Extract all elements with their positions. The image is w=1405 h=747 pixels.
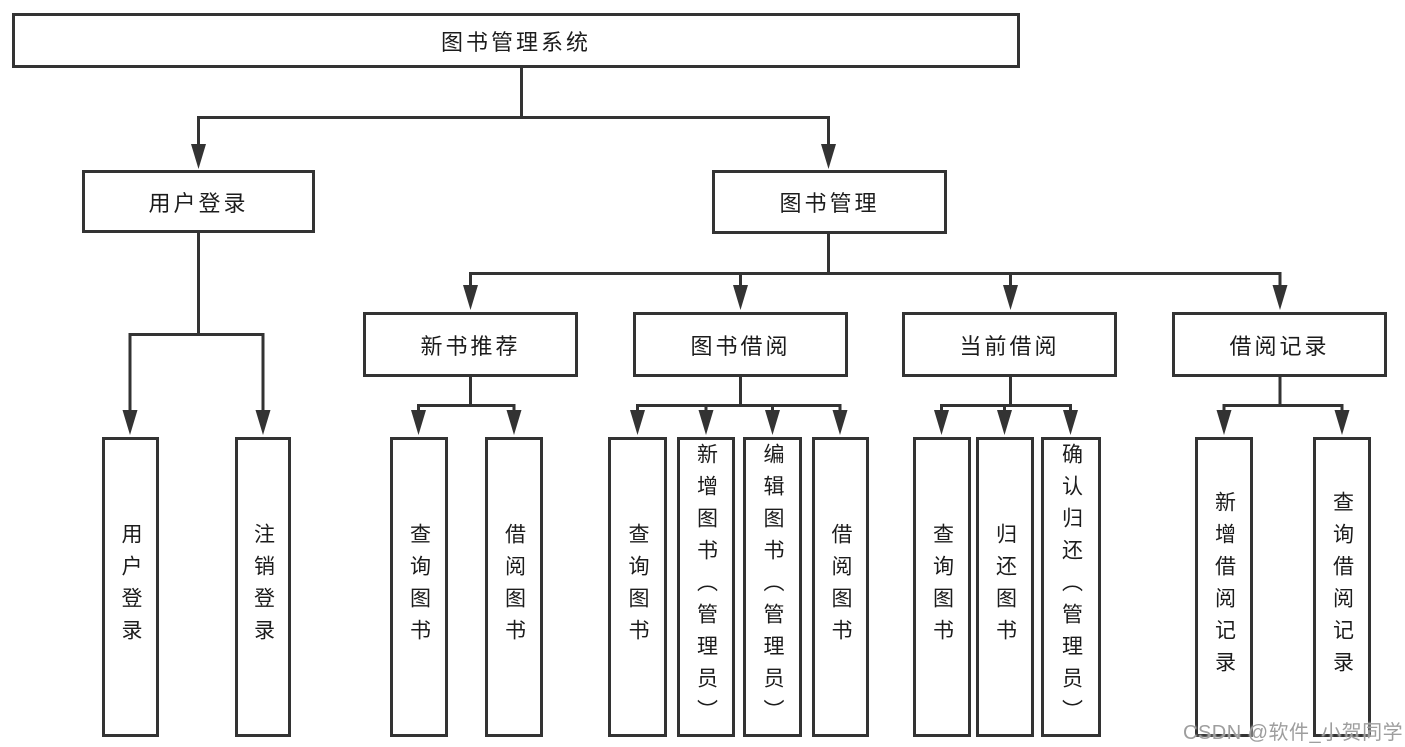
csdn-watermark: CSDN @软件_小贺同学 [1183,722,1404,744]
leaf-current-query: 查询图书 [913,437,971,737]
leaf-record-add: 新增借阅记录 [1195,437,1253,737]
leaf-borrow-borrow-label: 借阅图书 [829,523,852,651]
leaf-user-login: 用户登录 [102,437,159,737]
leaf-borrow-query-label: 查询图书 [626,523,649,651]
node-borrow-record: 借阅记录 [1172,312,1387,377]
node-root: 图书管理系统 [12,13,1020,68]
leaf-current-return-label: 归还图书 [993,523,1017,651]
leaf-borrow-edit-admin: 编辑图书（管理员） [743,437,802,737]
leaf-current-confirm-admin-label: 确认归还（管理员） [1059,443,1083,731]
leaf-current-confirm-admin: 确认归还（管理员） [1041,437,1101,737]
leaf-borrow-borrow: 借阅图书 [812,437,869,737]
leaf-record-query-label: 查询借阅记录 [1330,491,1354,683]
node-current-borrow: 当前借阅 [902,312,1117,377]
leaf-record-query: 查询借阅记录 [1313,437,1371,737]
leaf-borrow-query: 查询图书 [608,437,667,737]
leaf-logout: 注销登录 [235,437,291,737]
leaf-borrow-add-admin: 新增图书（管理员） [677,437,735,737]
leaf-user-login-label: 用户登录 [119,523,142,651]
leaf-logout-label: 注销登录 [251,523,275,651]
leaf-record-add-label: 新增借阅记录 [1212,491,1236,683]
node-book-management: 图书管理 [712,170,947,234]
leaf-current-return: 归还图书 [976,437,1034,737]
leaf-borrow-add-admin-label: 新增图书（管理员） [694,443,718,731]
leaf-borrow-edit-admin-label: 编辑图书（管理员） [761,443,784,731]
leaf-newbook-query-label: 查询图书 [407,523,431,651]
node-book-borrow: 图书借阅 [633,312,848,377]
leaf-newbook-borrow-label: 借阅图书 [502,523,526,651]
leaf-newbook-borrow: 借阅图书 [485,437,543,737]
arrowheads [122,144,1350,435]
node-user-login: 用户登录 [82,170,315,233]
leaf-current-query-label: 查询图书 [930,523,954,651]
leaf-newbook-query: 查询图书 [390,437,448,737]
node-new-book-recommend: 新书推荐 [363,312,578,377]
